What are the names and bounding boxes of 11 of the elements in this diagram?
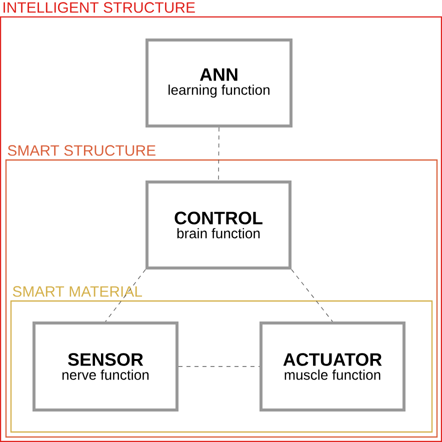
connector-line [291,269,333,322]
node-label: SMART MATERIAL [12,286,142,297]
connector-line [218,127,220,181]
connector-line [105,269,146,322]
function-box: SENSOR nerve function [32,322,178,412]
node-label: SMART STRUCTURE [8,145,156,156]
connector-line [178,366,260,367]
function-box: ANN learning function [146,38,292,128]
node-label: INTELLIGENT STRUCTURE [4,2,195,13]
function-box: CONTROL brain function [146,180,292,270]
function-box: ACTUATOR muscle function [260,322,406,412]
